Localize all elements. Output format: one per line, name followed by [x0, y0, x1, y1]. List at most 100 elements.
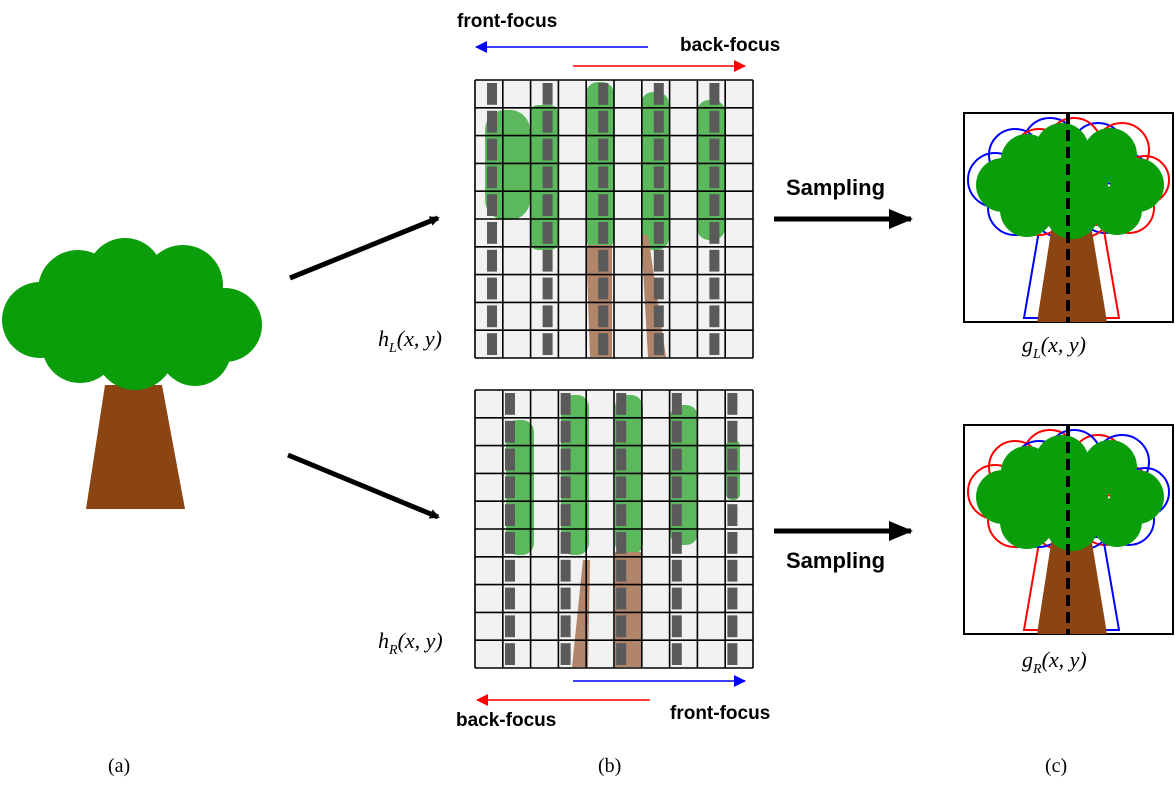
lens-bar	[542, 249, 553, 272]
lens-bar	[671, 420, 682, 443]
lens-bar	[598, 222, 609, 244]
lens-bar	[653, 222, 664, 244]
lens-bar	[505, 476, 515, 499]
lens-bar	[598, 305, 609, 328]
lens-bar	[505, 504, 515, 526]
lens-bar	[487, 249, 497, 272]
lens-bar	[505, 615, 515, 638]
lens-bar	[709, 138, 720, 161]
arrow-to-hR	[287, 452, 440, 520]
lens-bar	[709, 83, 720, 105]
lens-bar	[487, 277, 497, 300]
lens-bar	[709, 194, 720, 216]
lens-bar	[616, 532, 627, 554]
lens-bar	[653, 83, 664, 105]
lens-bar	[542, 305, 553, 328]
lens-bar	[598, 166, 609, 189]
lens-bar	[598, 249, 609, 272]
lens-bar	[727, 643, 738, 665]
lens-bar	[616, 643, 627, 665]
lens-bar	[598, 138, 609, 161]
lens-bar	[671, 559, 682, 582]
lens-bar	[505, 587, 515, 610]
lens-bar	[653, 277, 664, 300]
lens-bar	[542, 83, 553, 105]
gR-label: gR(x, y)	[1022, 647, 1087, 677]
gR-panel	[963, 424, 1174, 635]
arrow-to-hL	[289, 215, 440, 281]
lens-bar	[560, 476, 571, 499]
lens-bar	[709, 333, 720, 355]
lens-bar	[487, 194, 497, 216]
tree-foliage	[2, 238, 262, 390]
lens-bar	[727, 615, 738, 638]
lens-bar	[560, 587, 571, 610]
lens-bar	[727, 393, 738, 415]
lens-bar	[727, 559, 738, 582]
hR-label: hR(x, y)	[378, 628, 443, 658]
lens-bar	[709, 222, 720, 244]
lens-bar	[598, 110, 609, 133]
lens-bar	[505, 448, 515, 471]
bottom-front-focus-label: front-focus	[670, 703, 770, 724]
lens-bar	[560, 532, 571, 554]
lens-bar	[727, 448, 738, 471]
lens-bar	[616, 420, 627, 443]
lens-bar	[598, 194, 609, 216]
lens-bar	[505, 559, 515, 582]
lens-bar	[727, 420, 738, 443]
lens-bar	[671, 504, 682, 526]
lens-bar	[671, 532, 682, 554]
lens-array-left	[474, 79, 754, 359]
lens-bar	[598, 277, 609, 300]
lens-bar	[616, 504, 627, 526]
lens-bar	[653, 194, 664, 216]
lens-bar	[560, 559, 571, 582]
lens-bar	[616, 587, 627, 610]
lens-bar	[542, 138, 553, 161]
lens-bar	[560, 504, 571, 526]
lens-bar	[505, 420, 515, 443]
lens-bar	[709, 110, 720, 133]
lens-bar	[542, 222, 553, 244]
lens-bar	[487, 166, 497, 189]
lens-bar	[598, 333, 609, 355]
lens-array-right	[474, 389, 754, 669]
lens-bar	[709, 277, 720, 300]
lens-bar	[542, 333, 553, 355]
lens-bar	[727, 504, 738, 526]
lens-bar	[616, 393, 627, 415]
lens-bar	[560, 420, 571, 443]
lens-bar	[709, 305, 720, 328]
lens-bar	[542, 110, 553, 133]
lens-bar	[671, 615, 682, 638]
lens-bar	[653, 249, 664, 272]
lens-bar	[653, 333, 664, 355]
lens-bar	[709, 249, 720, 272]
lens-bar	[727, 476, 738, 499]
lens-bar	[616, 615, 627, 638]
lens-bar	[487, 305, 497, 328]
panel-c-caption: (c)	[1045, 755, 1067, 777]
lens-bar	[653, 138, 664, 161]
lens-bar	[542, 194, 553, 216]
lens-bar	[598, 83, 609, 105]
lens-bar	[671, 393, 682, 415]
lens-bar	[616, 476, 627, 499]
lens-bar	[653, 110, 664, 133]
top-back-focus-label: back-focus	[680, 35, 780, 56]
lens-bar	[487, 222, 497, 244]
lens-bar	[487, 333, 497, 355]
lens-bar	[487, 138, 497, 161]
lens-bar	[560, 615, 571, 638]
lens-bar	[616, 448, 627, 471]
lens-bar	[671, 476, 682, 499]
gL-panel	[963, 112, 1174, 323]
top-front-focus-label: front-focus	[457, 11, 557, 32]
lens-bar	[542, 277, 553, 300]
lens-bar	[653, 305, 664, 328]
sampling-label-bottom: Sampling	[786, 548, 885, 573]
sampling-label-top: Sampling	[786, 175, 885, 200]
lens-bar	[560, 393, 571, 415]
bottom-back-focus-label: back-focus	[456, 710, 556, 731]
